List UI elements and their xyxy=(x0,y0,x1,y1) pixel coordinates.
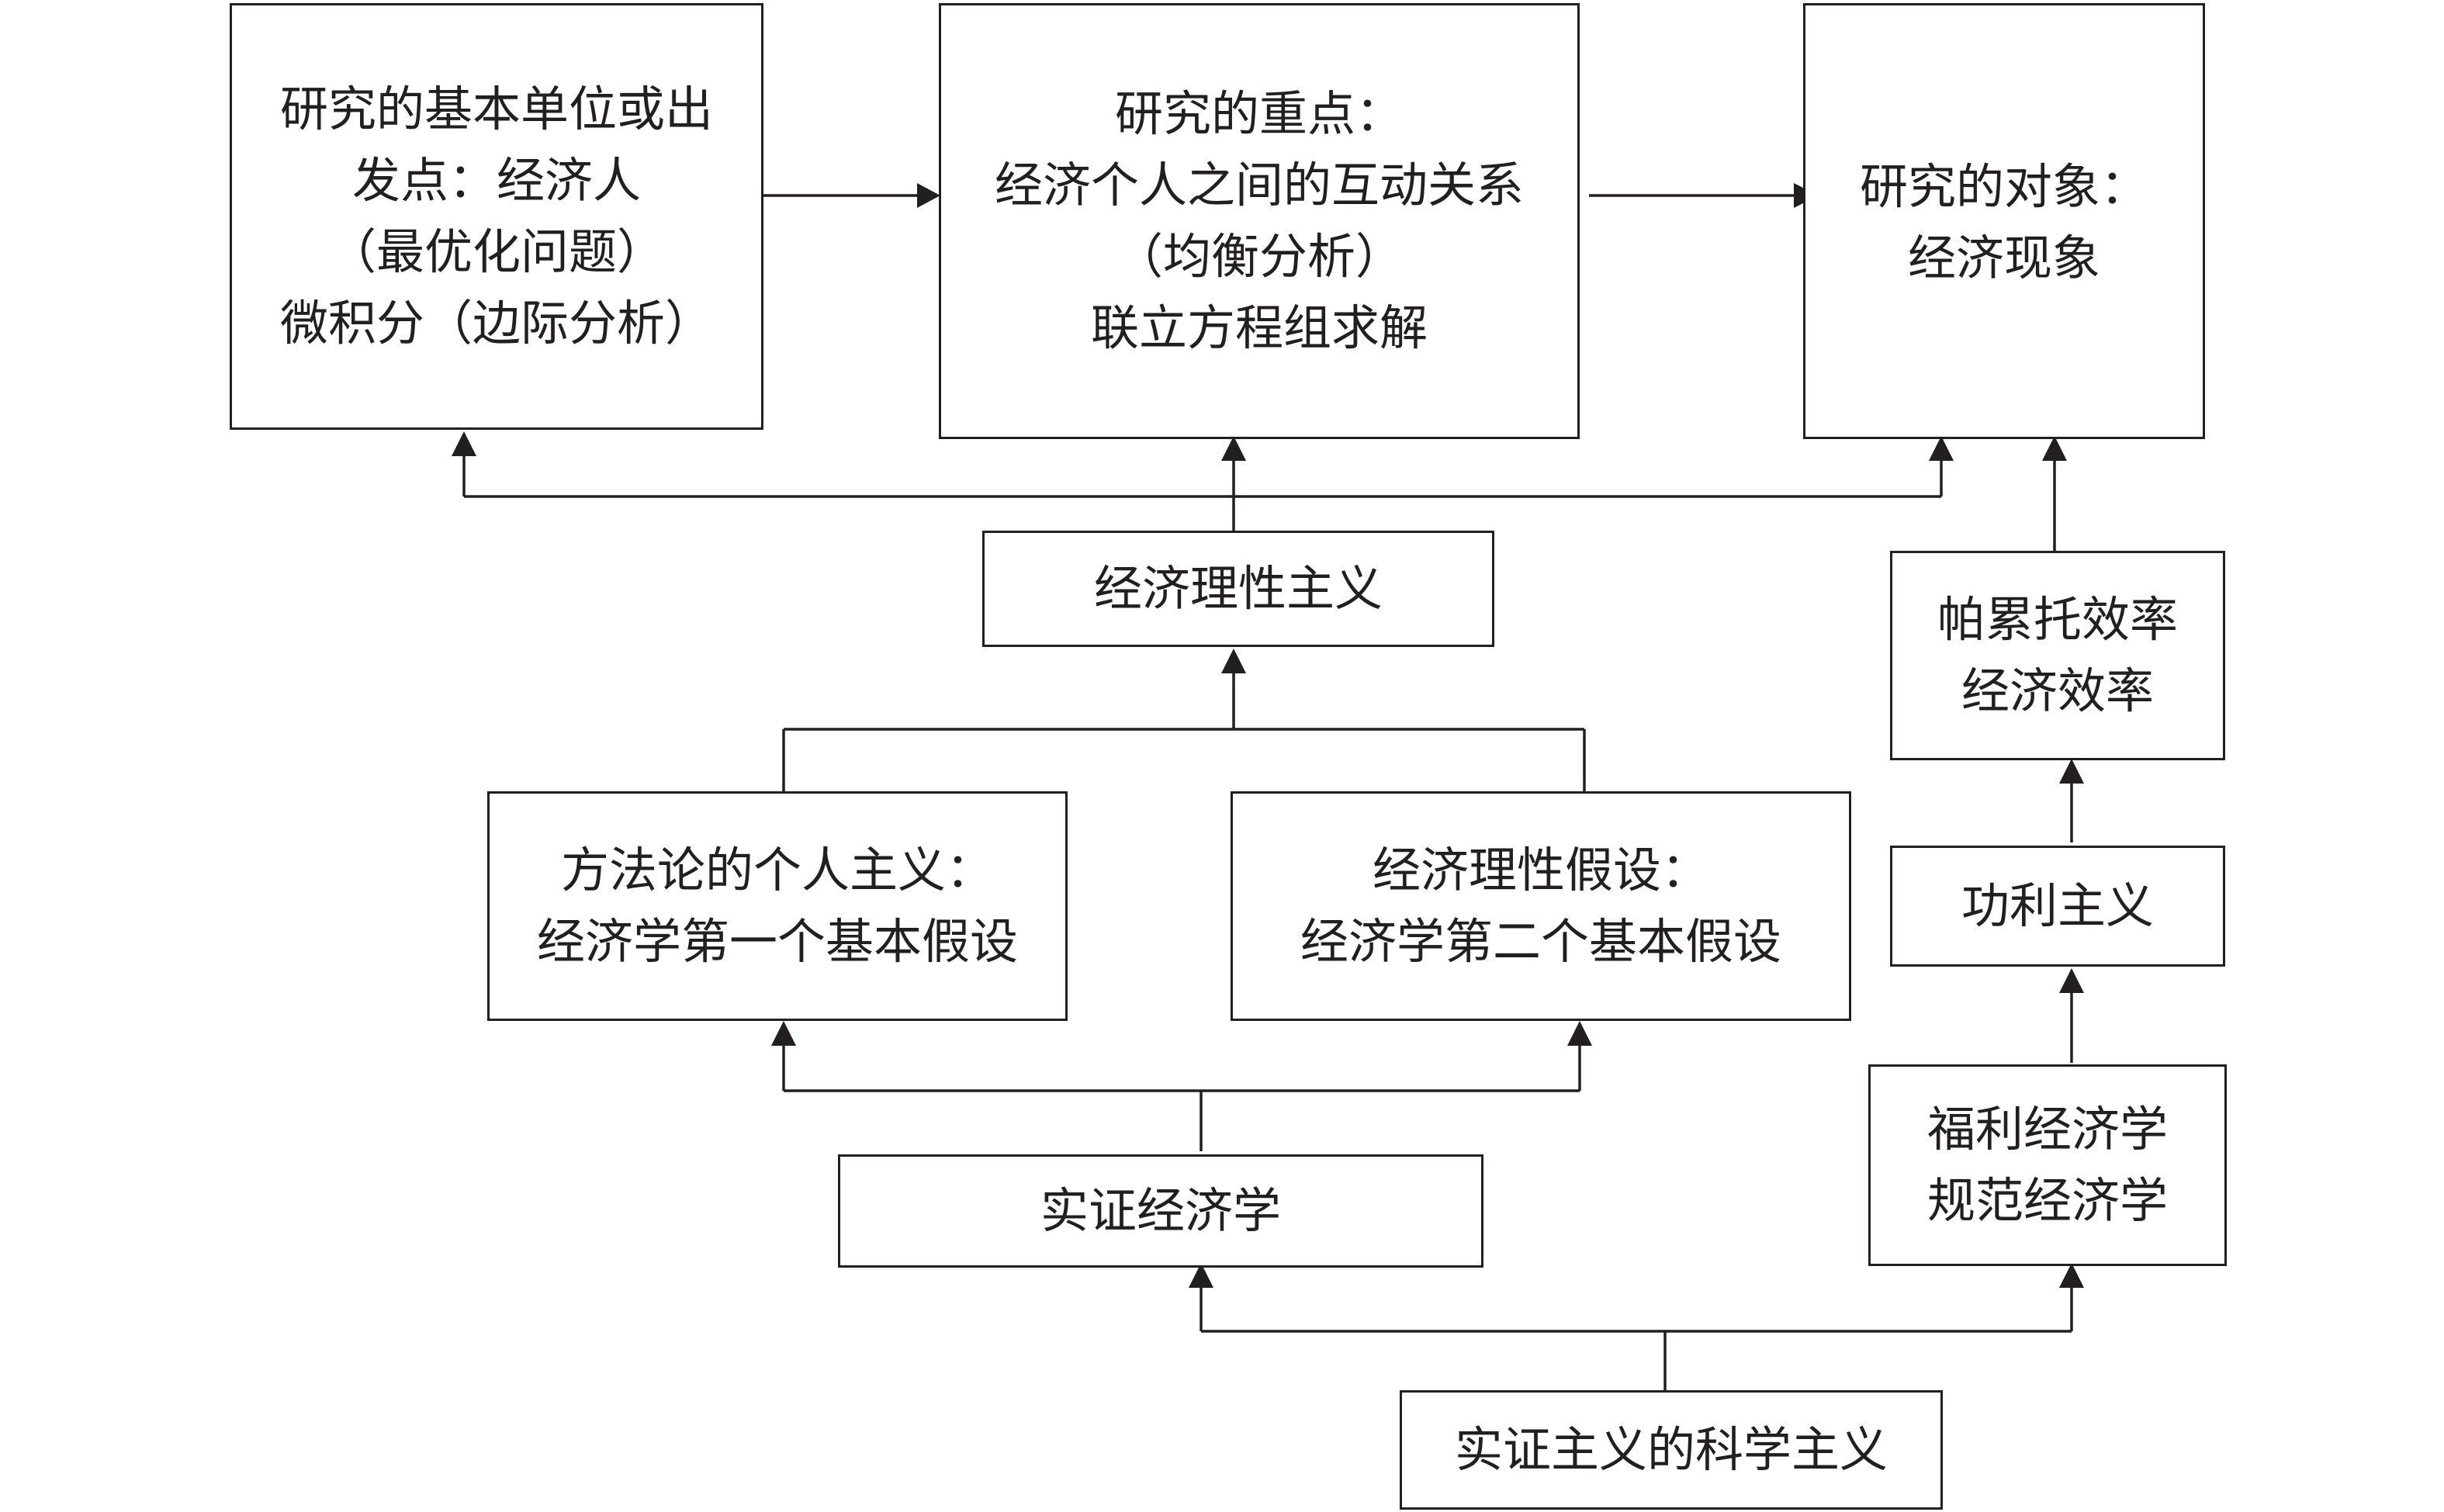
box-line: 经济效率 xyxy=(1961,663,2154,719)
box-line: 研究的对象： xyxy=(1859,158,2148,215)
box-line: 经济学第一个基本假设 xyxy=(536,913,1018,970)
box-line: 经济理性假设： xyxy=(1372,842,1709,898)
arrowhead-welfare xyxy=(2059,1263,2084,1288)
arrowhead-pareto xyxy=(2059,759,2084,784)
arrowhead-unit xyxy=(452,431,476,456)
box-line: 功利主义 xyxy=(1961,877,2154,934)
box-line: 福利经济学 xyxy=(1926,1101,2168,1157)
box-line: 实证主义的科学主义 xyxy=(1454,1421,1888,1478)
box-line: 帕累托效率 xyxy=(1937,591,2178,648)
arrowhead-object-up-left xyxy=(1929,436,1954,461)
box-line: 研究的重点： xyxy=(1114,85,1404,142)
box-pareto-efficiency: 帕累托效率 经济效率 xyxy=(1890,551,2225,760)
box-line: 经济现象 xyxy=(1907,230,2100,286)
arrowhead-utilitarianism xyxy=(2059,968,2084,993)
box-research-object: 研究的对象： 经济现象 xyxy=(1803,3,2205,439)
box-line: 微积分（边际分析） xyxy=(279,295,713,351)
box-methodological-individualism: 方法论的个人主义： 经济学第一个基本假设 xyxy=(487,791,1068,1021)
box-line: （均衡分析） xyxy=(1114,228,1404,285)
arrowhead-focus-up xyxy=(1221,436,1246,461)
arrowhead-rationality xyxy=(1567,1021,1592,1046)
box-research-focus: 研究的重点： 经济个人之间的互动关系 （均衡分析） 联立方程组求解 xyxy=(939,3,1580,439)
box-line: 联立方程组求解 xyxy=(1090,299,1428,356)
box-positivist-scientism: 实证主义的科学主义 xyxy=(1400,1390,1943,1510)
box-line: 发点：经济人 xyxy=(351,152,641,209)
box-line: 研究的基本单位或出 xyxy=(279,81,713,137)
box-positive-economics: 实证经济学 xyxy=(838,1154,1483,1268)
box-utilitarianism: 功利主义 xyxy=(1890,846,2225,967)
arrowhead-individualism xyxy=(771,1021,796,1046)
box-research-unit: 研究的基本单位或出 发点：经济人 （最优化问题） 微积分（边际分析） xyxy=(230,3,763,430)
box-line: （最优化问题） xyxy=(327,223,665,280)
box-economic-rationalism: 经济理性主义 xyxy=(982,531,1494,647)
box-welfare-economics: 福利经济学 规范经济学 xyxy=(1868,1064,2227,1266)
arrowhead-focus xyxy=(917,183,940,208)
arrowhead-positive xyxy=(1189,1263,1213,1288)
box-line: 经济学第二个基本假设 xyxy=(1300,913,1781,970)
box-line: 经济个人之间的互动关系 xyxy=(994,157,1524,213)
box-line: 实证经济学 xyxy=(1040,1182,1281,1239)
box-line: 方法论的个人主义： xyxy=(560,842,994,898)
box-line: 规范经济学 xyxy=(1926,1172,2168,1229)
box-rationality-assumption: 经济理性假设： 经济学第二个基本假设 xyxy=(1231,791,1851,1021)
arrowhead-object-up-right xyxy=(2042,436,2067,461)
arrowhead-rationalism xyxy=(1221,649,1246,673)
box-line: 经济理性主义 xyxy=(1093,560,1383,617)
